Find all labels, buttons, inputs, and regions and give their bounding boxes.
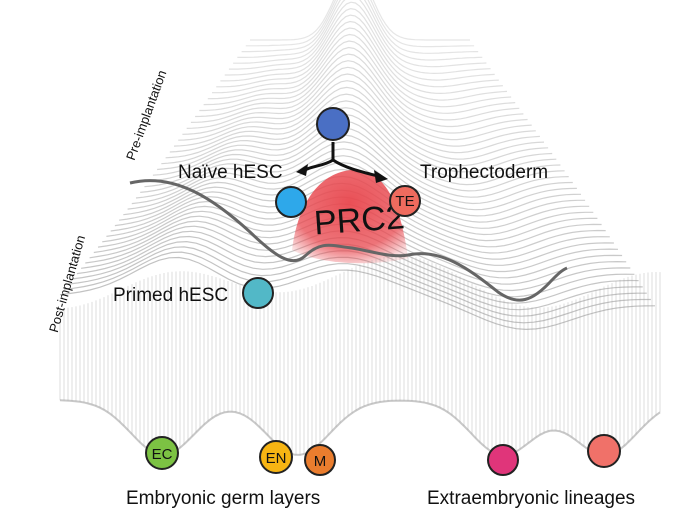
landscape-ridge-line (207, 33, 512, 108)
cell-extraembryonic-pink (487, 444, 519, 476)
landscape-ridge-line (190, 60, 528, 134)
landscape-ridge-line (216, 20, 503, 95)
cell-extraembryonic-salmon (587, 434, 621, 468)
cell-top-circle (316, 107, 350, 141)
cell-te-label: TE (395, 193, 414, 210)
landscape-surface-front (59, 255, 661, 457)
naive-hesc-label: Naïve hESC (178, 162, 283, 183)
landscape-ridge-line (140, 141, 577, 211)
lineage-branch-arrows (296, 142, 388, 183)
landscape-surface-back (59, 0, 656, 331)
cell-m: M (304, 444, 336, 476)
cell-naive-hesc (275, 186, 307, 218)
landscape-ridge-line (144, 134, 573, 205)
cell-pink-circle (487, 444, 519, 476)
cell-te: TE (389, 185, 421, 217)
cell-ec-label: EC (152, 446, 173, 463)
landscape-ridge-line (182, 73, 536, 147)
landscape-ridge-line (152, 120, 565, 192)
landscape-ridge-line (224, 7, 495, 81)
extraembryonic-lineages-label: Extraembryonic lineages (427, 488, 636, 509)
cell-m-label: M (314, 453, 327, 470)
landscape-ridge-line (131, 155, 586, 223)
embryonic-germ-layers-label: Embryonic germ layers (126, 488, 321, 509)
cell-te-circle (389, 185, 421, 217)
landscape-ridge-line (241, 0, 479, 54)
prc2-mound (292, 169, 408, 264)
landscape-ridge-line (148, 127, 569, 198)
cell-primed-circle (242, 277, 274, 309)
landscape-ridge-line (165, 100, 553, 173)
landscape-ridge-line (161, 107, 557, 179)
cell-naive-circle (275, 186, 307, 218)
cell-en: EN (259, 440, 293, 474)
implantation-boundary-line (129, 179, 568, 302)
landscape-ridge-line (195, 53, 524, 128)
landscape-ridge-line (212, 27, 508, 101)
landscape-ridge-line (228, 1, 491, 75)
cell-en-label: EN (266, 450, 287, 467)
landscape-ridge-line (220, 14, 499, 88)
landscape-ridge-line (178, 80, 540, 154)
landscape-ridge-line (173, 86, 545, 160)
cell-salmon-circle (587, 434, 621, 468)
cell-top (316, 107, 350, 141)
landscape-ridge-line (64, 251, 651, 324)
landscape-ridge-line (127, 161, 590, 229)
cell-ec-circle (145, 436, 179, 470)
landscape-ridge-line (135, 148, 582, 217)
landscape-ridge-line (59, 256, 656, 331)
landscape-ridge-line (245, 0, 475, 48)
cell-m-circle (304, 444, 336, 476)
landscape-ridge-line (186, 66, 532, 141)
landscape-ridge-line (233, 0, 487, 68)
primed-hesc-label: Primed hESC (113, 285, 229, 306)
cell-ec: EC (145, 436, 179, 470)
cell-primed-hesc (242, 277, 274, 309)
landscape-ridge-line (203, 40, 516, 114)
landscape-ridge-line (237, 0, 483, 61)
landscape-ridge-line (157, 113, 561, 186)
landscape-ridge-line (169, 93, 549, 167)
trophectoderm-label: Trophectoderm (420, 162, 549, 183)
cell-en-circle (259, 440, 293, 474)
landscape-ridge-line (199, 46, 520, 121)
landscape-ridge-line (250, 0, 470, 41)
